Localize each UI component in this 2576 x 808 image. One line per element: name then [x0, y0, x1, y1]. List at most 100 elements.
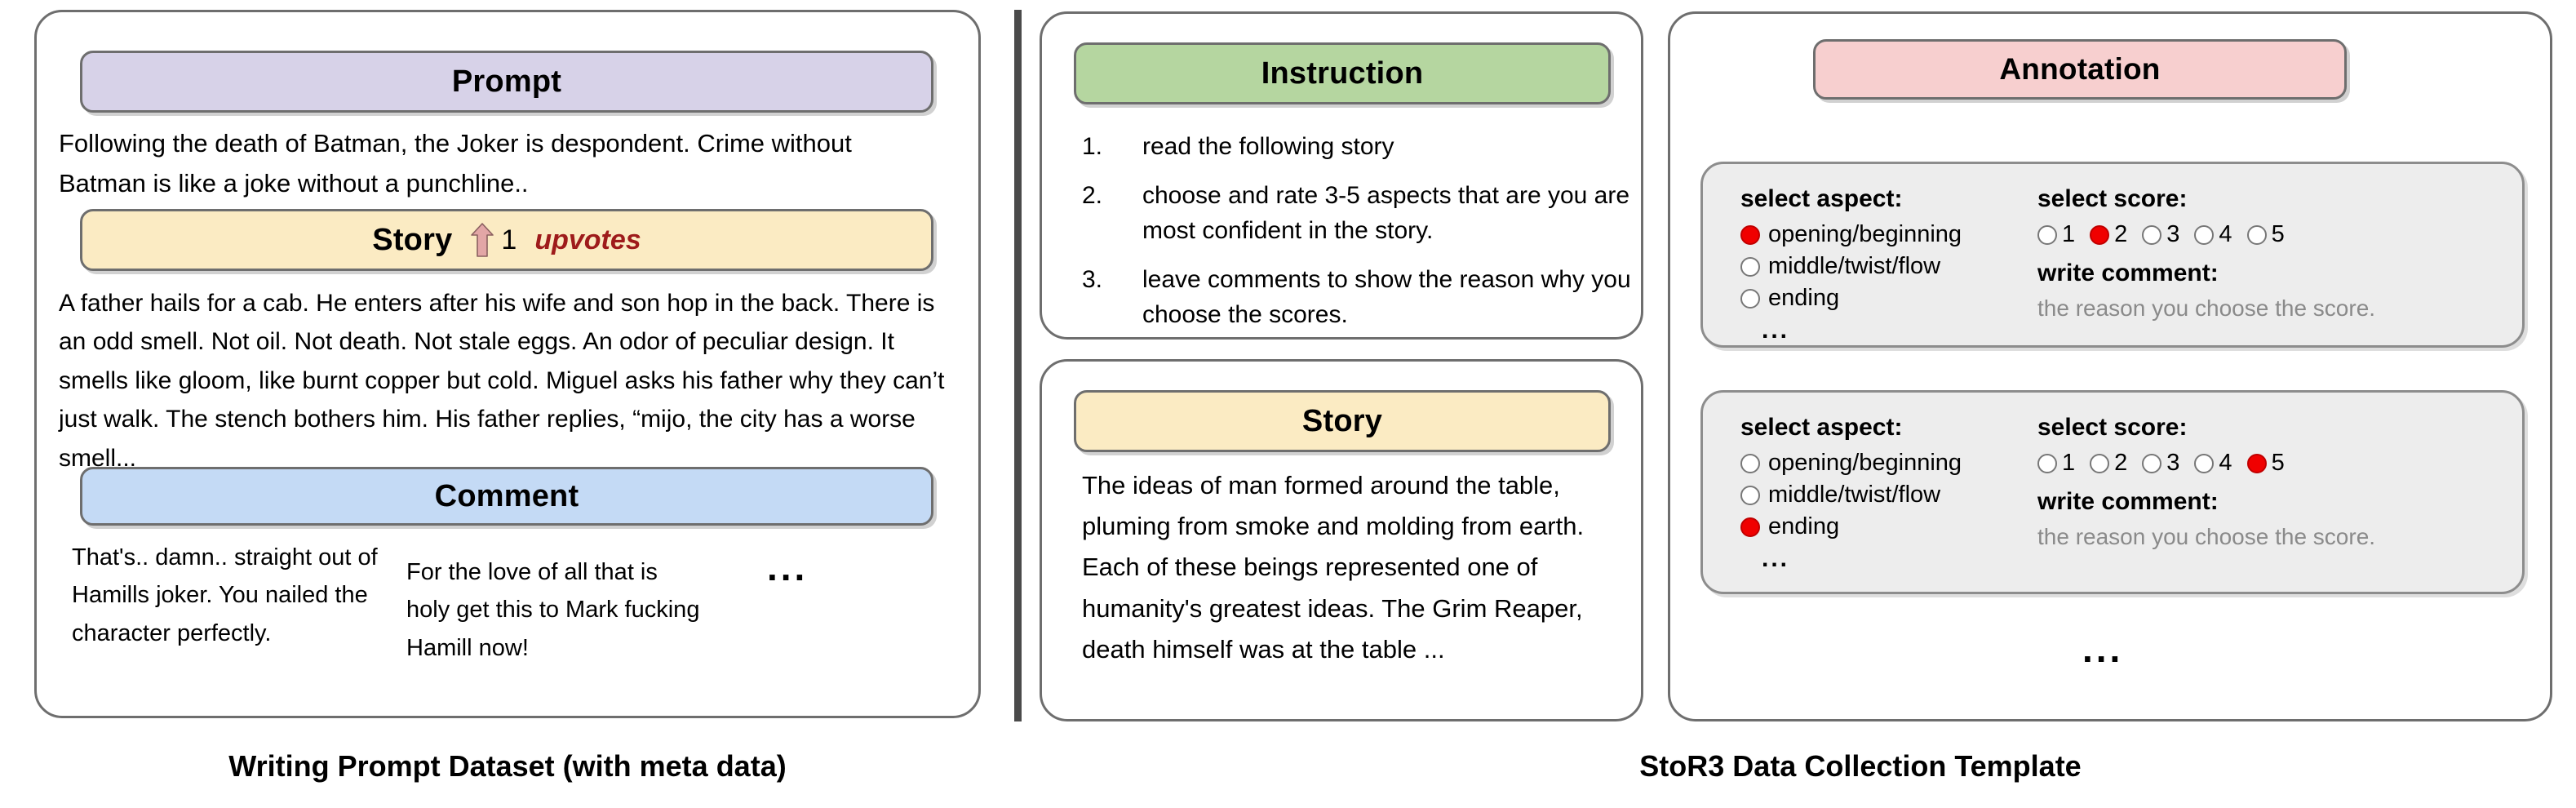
score-option-3[interactable]: 3: [2142, 221, 2179, 248]
score-field-label: select score:: [2037, 414, 2188, 441]
radio-icon[interactable]: [1740, 453, 1760, 473]
radio-icon[interactable]: [2142, 224, 2162, 245]
score-selector-group: select score: 1 2 3 4: [2037, 185, 2503, 322]
radio-icon[interactable]: [2246, 453, 2267, 473]
radio-icon[interactable]: [1740, 224, 1760, 245]
instruction-step: 2. choose and rate 3-5 aspects that are …: [1082, 178, 1645, 249]
score-option-label: 5: [2271, 450, 2285, 476]
instruction-step-number: 2.: [1082, 181, 1103, 209]
score-option-label: 4: [2219, 450, 2232, 476]
radio-icon[interactable]: [2194, 224, 2215, 245]
comment-input-placeholder[interactable]: the reason you choose the score.: [2037, 295, 2376, 321]
aspect-option-opening-beginning[interactable]: opening/beginning: [1740, 450, 2059, 477]
aspect-more-indicator: ...: [1762, 545, 1790, 572]
instruction-step: 1. read the following story: [1082, 129, 1645, 165]
radio-icon[interactable]: [2090, 453, 2110, 473]
aspect-option-label: ending: [1768, 285, 1840, 311]
comment-field-label: write comment:: [2037, 260, 2219, 286]
comment-header-label: Comment: [434, 478, 579, 513]
up-arrow-icon: [470, 223, 494, 257]
score-option-label: 2: [2114, 450, 2128, 476]
score-option-2[interactable]: 2: [2090, 221, 2127, 248]
instruction-step-text: choose and rate 3-5 aspects that are you…: [1142, 181, 1630, 245]
score-option-5[interactable]: 5: [2246, 450, 2285, 477]
story-header-pill: Story 1 upvotes: [80, 209, 933, 271]
comment-more-indicator: ...: [767, 546, 809, 588]
radio-icon[interactable]: [1740, 485, 1760, 505]
score-option-1[interactable]: 1: [2037, 450, 2075, 477]
radio-icon[interactable]: [1740, 288, 1760, 309]
aspect-more-indicator: ...: [1762, 317, 1790, 344]
instruction-step-number: 1.: [1082, 133, 1103, 160]
comment-input-placeholder[interactable]: the reason you choose the score.: [2037, 524, 2376, 549]
prompt-body-text: Following the death of Batman, the Joker…: [59, 129, 859, 198]
score-selector-group: select score: 1 2 3 4: [2037, 414, 2503, 550]
score-field-label: select score:: [2037, 185, 2188, 212]
radio-icon[interactable]: [2090, 224, 2110, 245]
radio-icon[interactable]: [1740, 256, 1760, 277]
annotation-card: select aspect: opening/beginning middle/…: [1700, 390, 2525, 594]
instruction-step-text: read the following story: [1142, 133, 1394, 160]
radio-icon[interactable]: [2037, 224, 2057, 245]
aspect-option-ending[interactable]: ending: [1740, 285, 2059, 312]
aspect-field-label: select aspect:: [1740, 185, 1903, 212]
aspect-option-label: middle/twist/flow: [1768, 482, 1941, 508]
left-section-caption: Writing Prompt Dataset (with meta data): [228, 749, 787, 783]
story-template-header-pill: Story: [1074, 390, 1611, 452]
comment-header-pill: Comment: [80, 467, 933, 526]
instruction-step-text: leave comments to show the reason why yo…: [1142, 265, 1631, 329]
annotation-card: select aspect: opening/beginning middle/…: [1700, 162, 2525, 348]
radio-icon[interactable]: [1740, 517, 1760, 537]
section-divider: [1014, 10, 1022, 721]
aspect-selector-group: select aspect: opening/beginning middle/…: [1740, 414, 2059, 573]
score-option-label: 4: [2219, 221, 2232, 247]
score-option-2[interactable]: 2: [2090, 450, 2127, 477]
score-option-3[interactable]: 3: [2142, 450, 2179, 477]
score-option-5[interactable]: 5: [2246, 221, 2285, 248]
radio-icon[interactable]: [2142, 453, 2162, 473]
aspect-option-label: opening/beginning: [1768, 221, 1962, 247]
aspect-option-label: opening/beginning: [1768, 450, 1962, 476]
upvote-count: 1: [501, 224, 517, 255]
instruction-step-list: 1. read the following story 2. choose an…: [1082, 129, 1645, 346]
instruction-step-number: 3.: [1082, 265, 1103, 293]
annotation-panel: [1668, 11, 2552, 721]
score-option-label: 5: [2271, 221, 2285, 247]
score-radio-row: 1 2 3 4 5: [2037, 221, 2503, 248]
aspect-option-middle-twist-flow[interactable]: middle/twist/flow: [1740, 253, 2059, 280]
score-option-4[interactable]: 4: [2194, 221, 2232, 248]
score-option-label: 3: [2166, 450, 2180, 476]
upvote-label: upvotes: [534, 224, 641, 255]
prompt-header-pill: Prompt: [80, 51, 933, 113]
radio-icon[interactable]: [2037, 453, 2057, 473]
score-option-1[interactable]: 1: [2037, 221, 2075, 248]
story-template-header-label: Story: [1301, 403, 1383, 438]
right-section-caption: StoR3 Data Collection Template: [1639, 749, 2082, 783]
score-radio-row: 1 2 3 4 5: [2037, 450, 2503, 477]
story-body-text: A father hails for a cab. He enters afte…: [59, 290, 945, 472]
comment-item: That's.. damn.. straight out of Hamills …: [72, 544, 378, 646]
comment-item: For the love of all that is holy get thi…: [406, 559, 700, 661]
radio-icon[interactable]: [2246, 224, 2267, 245]
score-option-label: 2: [2114, 221, 2128, 247]
aspect-option-opening-beginning[interactable]: opening/beginning: [1740, 221, 2059, 248]
score-option-4[interactable]: 4: [2194, 450, 2232, 477]
instruction-step: 3. leave comments to show the reason why…: [1082, 262, 1645, 333]
annotation-header-label: Annotation: [1999, 52, 2161, 86]
aspect-option-label: middle/twist/flow: [1768, 253, 1941, 279]
writing-prompt-dataset-panel: [34, 10, 981, 718]
instruction-header-pill: Instruction: [1074, 42, 1611, 104]
score-option-label: 3: [2166, 221, 2180, 247]
aspect-option-ending[interactable]: ending: [1740, 513, 2059, 540]
prompt-header-label: Prompt: [451, 64, 562, 99]
radio-icon[interactable]: [2194, 453, 2215, 473]
score-option-label: 1: [2062, 221, 2076, 247]
annotation-more-indicator: ...: [2082, 628, 2124, 670]
story-template-body-text: The ideas of man formed around the table…: [1082, 471, 1591, 664]
story-header-label: Story: [372, 222, 453, 257]
aspect-selector-group: select aspect: opening/beginning middle/…: [1740, 185, 2059, 344]
annotation-header-pill: Annotation: [1813, 39, 2347, 100]
score-option-label: 1: [2062, 450, 2076, 476]
aspect-option-middle-twist-flow[interactable]: middle/twist/flow: [1740, 482, 2059, 508]
instruction-header-label: Instruction: [1261, 55, 1424, 91]
